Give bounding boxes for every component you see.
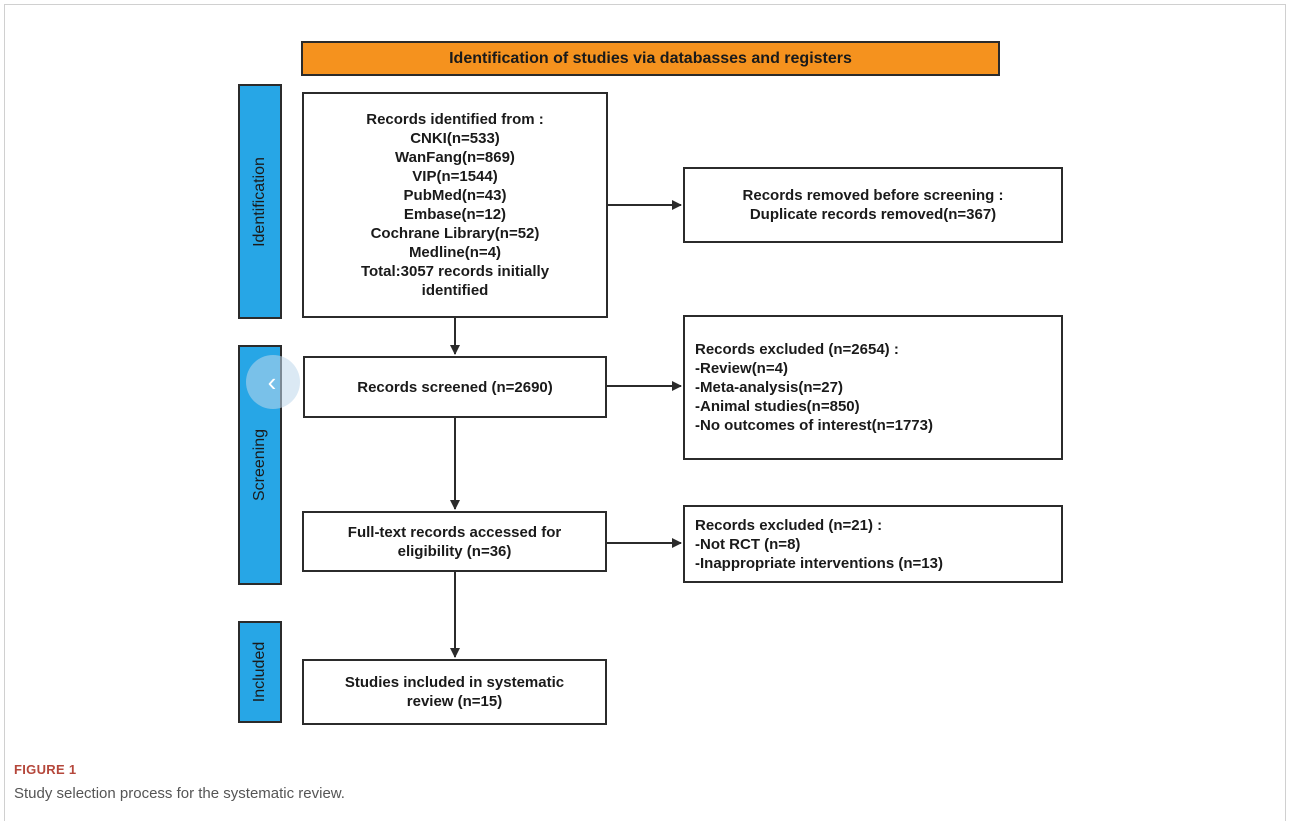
full-text-line: Full-text records accessed for bbox=[347, 523, 562, 541]
included-studies-line: Studies included in systematic bbox=[344, 674, 565, 691]
records-screened-box: Records screened (n=2690) bbox=[303, 356, 607, 418]
excluded-full-text-line: -Not RCT (n=8) bbox=[695, 535, 801, 553]
identification-header-text: Identification of studies via databasses… bbox=[449, 49, 852, 67]
included-studies-box: Studies included in systematic review (n… bbox=[302, 659, 607, 725]
identification-header: Identification of studies via databasses… bbox=[301, 41, 1000, 76]
records-identified-line: Medline(n=4) bbox=[408, 244, 502, 261]
excluded-screening-line: -Meta-analysis(n=27) bbox=[695, 379, 843, 396]
records-excluded-full-text-box: Records excluded (n=21) : -Not RCT (n=8)… bbox=[683, 505, 1063, 583]
excluded-screening-line: Records excluded (n=2654) : bbox=[695, 341, 899, 358]
records-removed-line: Records removed before screening : bbox=[742, 187, 1004, 204]
included-studies-line: review (n=15) bbox=[406, 693, 503, 710]
previous-slide-button[interactable]: ‹ bbox=[246, 355, 300, 409]
records-excluded-screening-box: Records excluded (n=2654) : -Review(n=4)… bbox=[683, 315, 1063, 460]
full-text-line: eligibility (n=36) bbox=[397, 542, 512, 560]
figure-label: FIGURE 1 bbox=[14, 762, 77, 777]
full-text-box: Full-text records accessed for eligibili… bbox=[302, 511, 607, 572]
records-identified-box: Records identified from : CNKI(n=533) Wa… bbox=[302, 92, 608, 318]
excluded-screening-line: -No outcomes of interest(n=1773) bbox=[695, 417, 933, 434]
excluded-full-text-line: Records excluded (n=21) : bbox=[695, 516, 883, 534]
records-identified-line: CNKI(n=533) bbox=[410, 130, 500, 147]
figure-caption: Study selection process for the systemat… bbox=[14, 785, 345, 802]
records-identified-line: Embase(n=12) bbox=[403, 206, 507, 223]
records-identified-line: PubMed(n=43) bbox=[403, 187, 507, 204]
records-removed-box: Records removed before screening : Dupli… bbox=[683, 167, 1063, 243]
records-screened-line: Records screened (n=2690) bbox=[357, 378, 553, 396]
records-identified-line: Cochrane Library(n=52) bbox=[370, 225, 540, 242]
figure-frame bbox=[4, 4, 1286, 821]
records-identified-line: WanFang(n=869) bbox=[395, 149, 515, 166]
stage-included: Included bbox=[238, 621, 282, 723]
records-identified-line: Records identified from : bbox=[366, 111, 544, 128]
excluded-full-text-line: -Inappropriate interventions (n=13) bbox=[695, 554, 943, 572]
records-identified-line: Total:3057 records initially bbox=[360, 263, 550, 280]
records-identified-line: identified bbox=[421, 282, 489, 299]
records-identified-line: VIP(n=1544) bbox=[412, 168, 498, 185]
stage-identification: Identification bbox=[238, 84, 282, 319]
records-removed-line: Duplicate records removed(n=367) bbox=[749, 206, 997, 223]
chevron-left-icon: ‹ bbox=[267, 367, 277, 397]
excluded-screening-line: -Review(n=4) bbox=[695, 360, 788, 377]
excluded-screening-line: -Animal studies(n=850) bbox=[695, 398, 860, 415]
